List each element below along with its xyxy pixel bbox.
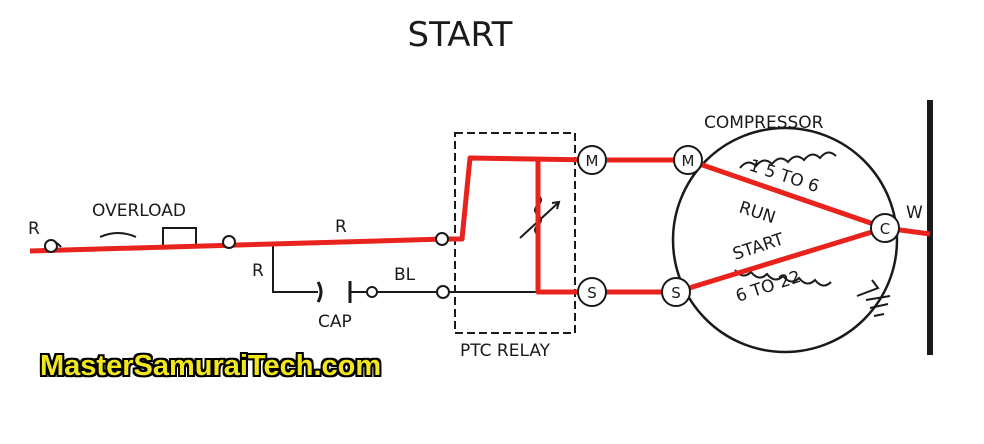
terminal-relay-s: S — [587, 284, 597, 302]
terminal-comp-c: C — [880, 220, 890, 238]
terminal-comp-m: M — [682, 152, 695, 170]
run-winding-coils — [739, 151, 837, 169]
terminal-comp-m-node — [673, 145, 703, 175]
label-bl: BL — [394, 265, 416, 285]
label-compressor: COMPRESSOR — [704, 113, 824, 133]
watermark-logo: MasterSamuraiTech.com — [40, 350, 382, 382]
label-r-left: R — [28, 219, 40, 239]
terminal-relay-input — [435, 232, 449, 246]
overload-heater-box — [162, 227, 197, 247]
red-path-run-winding — [687, 157, 886, 231]
schematic-wiring — [44, 100, 933, 355]
component-labels: R OVERLOAD R R BL CAP PTC RELAY COMPRESS… — [28, 113, 923, 361]
label-overload: OVERLOAD — [92, 201, 186, 221]
terminal-relay-s-node — [577, 277, 607, 307]
terminal-relay-m-node — [577, 145, 607, 175]
terminal-letters: M S M S C — [586, 152, 891, 302]
ground-symbol — [865, 295, 891, 317]
capacitor-curved-plate — [316, 281, 323, 303]
red-path-start-winding — [675, 225, 886, 295]
terminal-bl — [366, 286, 378, 298]
overload-contact-arc — [99, 232, 137, 238]
label-cap: CAP — [318, 312, 352, 332]
terminal-comp-c-node — [870, 213, 900, 243]
terminal-relay-m: M — [586, 152, 599, 170]
label-r-branch: R — [252, 261, 264, 281]
red-path-main-run — [29, 155, 688, 254]
terminal-comp-s: S — [671, 284, 681, 302]
ptc-arrow-head — [551, 200, 561, 210]
red-path-start-leg — [535, 160, 676, 295]
cap-branch-wire — [272, 245, 318, 293]
highlighted-current-path — [29, 155, 931, 295]
label-run: RUN — [736, 198, 777, 228]
ptc-relay-housing — [454, 132, 576, 334]
ground-lead — [856, 279, 880, 297]
compressor-housing — [671, 126, 899, 354]
start-winding-coils — [734, 269, 832, 287]
label-r-mid: R — [335, 217, 347, 237]
terminal-overload-left — [44, 239, 58, 253]
label-w: W — [906, 203, 923, 223]
terminal-overload-right — [222, 235, 236, 249]
terminal-relay-bl — [436, 285, 450, 299]
label-ptc-relay: PTC RELAY — [460, 341, 551, 361]
diagram-title: START — [408, 15, 513, 55]
terminal-comp-s-node — [661, 277, 691, 307]
terminal-nodes — [44, 145, 900, 307]
